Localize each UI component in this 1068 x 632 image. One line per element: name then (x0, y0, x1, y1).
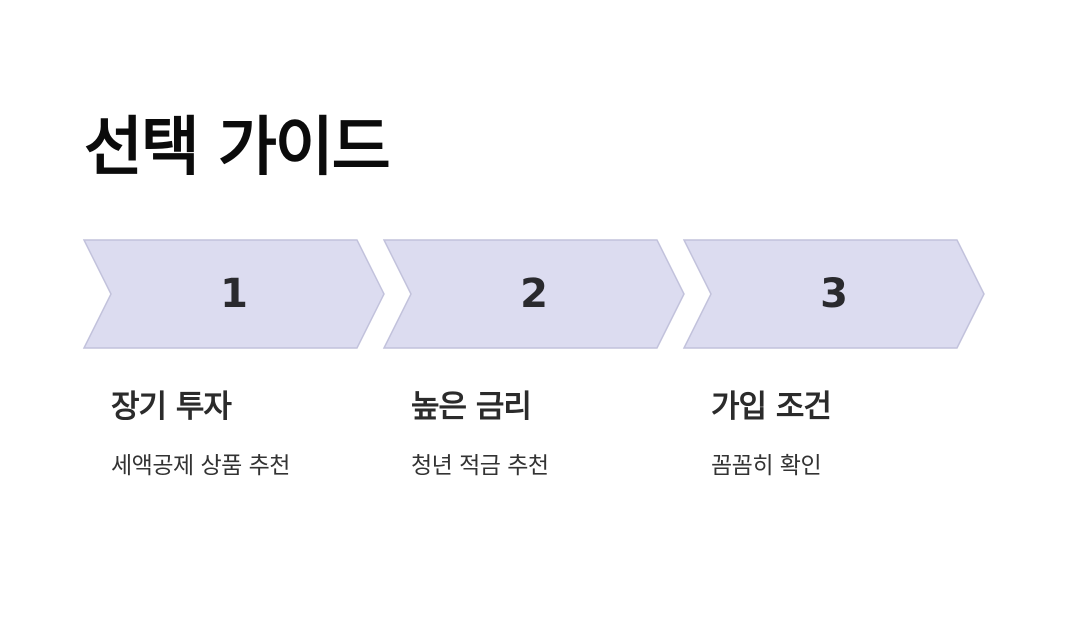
step-number-3: 3 (820, 271, 848, 317)
step-number-1: 1 (220, 271, 248, 317)
step-title-2: 높은 금리 (411, 389, 532, 425)
chevron-shape-1 (82, 239, 385, 349)
step-description-3: 꼼꼼히 확인 (711, 453, 822, 479)
chevron-step-2: 2 (382, 239, 685, 349)
chevron-step-1: 1 (82, 239, 385, 349)
step-number-2: 2 (520, 271, 548, 317)
chevron-shape-2 (382, 239, 685, 349)
step-title-1: 장기 투자 (111, 389, 232, 425)
page-title: 선택 가이드 (84, 111, 391, 185)
step-description-2: 청년 적금 추천 (411, 453, 549, 479)
chevron-step-3: 3 (682, 239, 985, 349)
chevron-shape-3 (682, 239, 985, 349)
step-title-3: 가입 조건 (711, 389, 832, 425)
step-description-1: 세액공제 상품 추천 (111, 453, 290, 479)
